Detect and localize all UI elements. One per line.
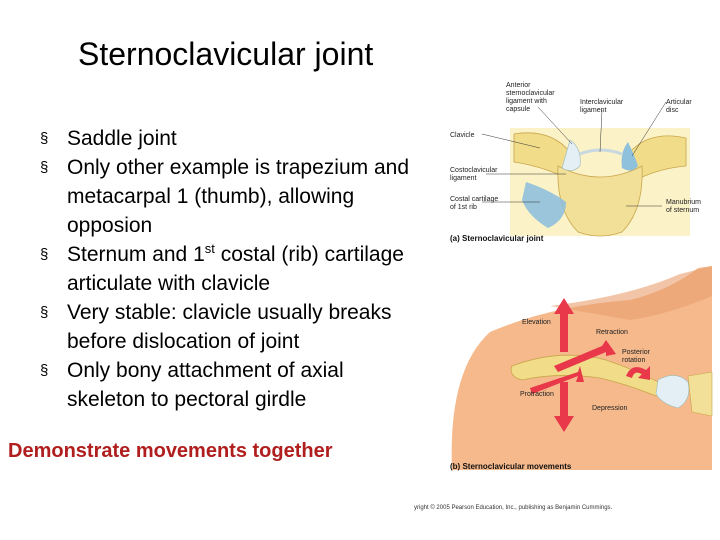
posterior-rotation-arrow-icon: [626, 366, 650, 380]
label-interclavicular: Interclavicular ligament: [580, 99, 625, 114]
interclavicular-ligament-shape: [579, 148, 623, 156]
label-costoclavicular: Costoclavicular ligament: [450, 167, 499, 182]
bullet-item: § Sternum and 1st costal (rib) cartilage …: [40, 240, 420, 298]
bullet-marker-icon: §: [40, 304, 49, 321]
bullet-item: § Very stable: clavicle usually breaks be…: [40, 298, 420, 356]
retraction-arrow-icon: [554, 340, 616, 372]
label-articular-disc: Articular disc: [666, 99, 694, 114]
figure-b-illustration: [451, 266, 713, 470]
leader-line: [631, 101, 667, 157]
figure-a-illustration: [510, 128, 690, 237]
emphasis-text: Demonstrate movements together: [8, 440, 333, 462]
movement-arrows: [530, 298, 650, 432]
joint-capsule-shape-b: [655, 375, 690, 409]
bullet-text: Very stable: clavicle usually breaks bef…: [67, 301, 392, 353]
bullet-text-sup: st: [204, 241, 215, 256]
label-manubrium: Manubrium of sternum: [666, 199, 703, 214]
leader-line: [481, 133, 541, 149]
manubrium-shape: [557, 165, 643, 237]
bullet-text-post: costal (rib) cartilage articulate with c…: [67, 243, 404, 295]
bullet-marker-icon: §: [40, 362, 49, 379]
copyright-credit: yright © 2005 Pearson Education, Inc., p…: [414, 505, 613, 511]
label-elevation: Elevation: [522, 319, 551, 326]
label-posterior-rotation: Posterior rotation: [622, 349, 652, 364]
bullet-item: § Saddle joint: [40, 124, 420, 153]
leader-line: [537, 106, 573, 145]
bullet-text: Only other example is trapezium and meta…: [67, 156, 409, 237]
protraction-arrow-icon: [530, 366, 584, 394]
shoulder-shade-shape: [550, 266, 712, 320]
bullet-item: § Only other example is trapezium and met…: [40, 153, 420, 240]
costal-cartilage-shape: [522, 182, 566, 228]
page-title: Sternoclavicular joint: [78, 36, 374, 72]
label-anterior-ligament: Anterior sternoclavicular ligament with …: [506, 82, 557, 113]
depression-arrow-icon: [554, 382, 574, 432]
figure-a-leader-lines: [481, 101, 667, 207]
leader-line: [599, 109, 603, 153]
elevation-arrow-icon: [554, 298, 574, 352]
bullet-text: Only bony attachment of axial skeleton t…: [67, 359, 344, 411]
ligament-left-shape: [561, 139, 581, 171]
sternum-shape-b: [687, 371, 713, 417]
clavicle-shape-b: [510, 354, 664, 397]
figure-a-caption: (a) Sternoclavicular joint: [450, 234, 544, 243]
bullet-list: § Saddle joint § Only other example is tra…: [40, 124, 420, 414]
label-retraction: Retraction: [596, 329, 628, 336]
articular-disc-shape: [621, 142, 638, 171]
bullet-marker-icon: §: [40, 159, 49, 176]
bullet-marker-icon: §: [40, 246, 49, 263]
label-protraction: Protraction: [520, 391, 554, 398]
label-clavicle: Clavicle: [450, 132, 475, 139]
bullet-item: § Only bony attachment of axial skeleton …: [40, 356, 420, 414]
anatomy-figure: Anterior sternoclavicular ligament with …: [450, 82, 713, 471]
label-depression: Depression: [592, 405, 628, 412]
label-costal-cartilage: Costal cartilage of 1st rib: [450, 196, 500, 211]
bullet-text: Saddle joint: [67, 127, 177, 150]
bullet-text-pre: Sternum and 1: [67, 243, 205, 266]
figure-b-caption: (b) Sternoclavicular movements: [450, 462, 572, 471]
bullet-marker-icon: §: [40, 130, 49, 147]
